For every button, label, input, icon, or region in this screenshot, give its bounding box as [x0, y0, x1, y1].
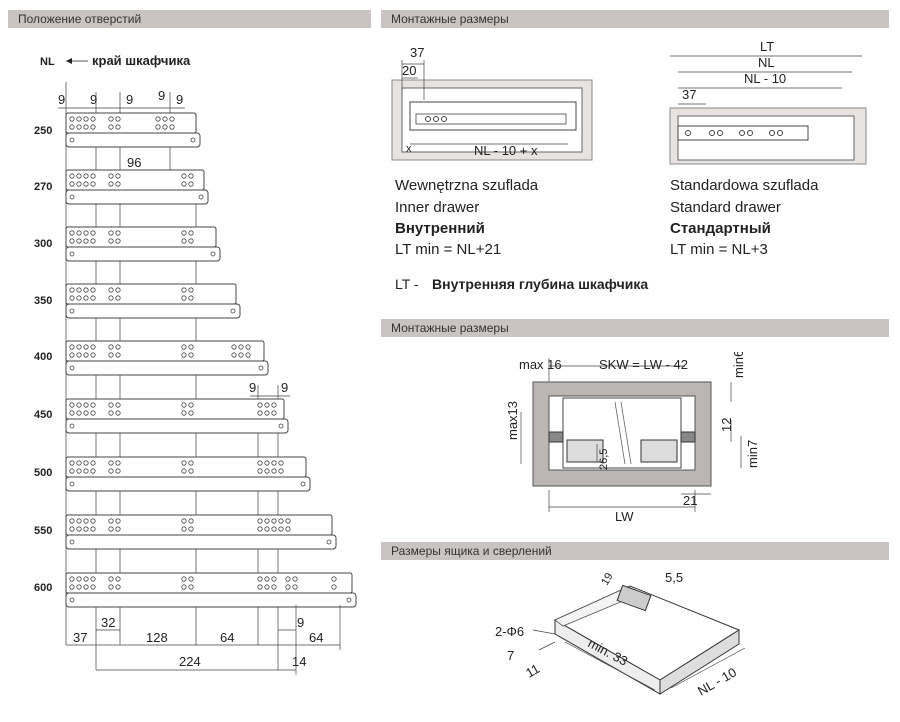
length-350: 350 — [34, 295, 52, 307]
nl-label: NL — [40, 56, 55, 68]
mount-lw: LW — [615, 509, 634, 524]
header-hole-position: Положение отверстий — [8, 10, 371, 28]
length-250: 250 — [34, 125, 52, 137]
inner-drawer-text-en: Inner drawer — [395, 199, 480, 216]
inner-drawer-diagram: 37 20 x NL - 10 + x — [391, 45, 593, 161]
mount-21: 21 — [683, 493, 697, 508]
standard-drawer-text-pl: Standardowa szuflada — [670, 177, 819, 194]
drill-5-5: 5,5 — [665, 570, 683, 585]
dim-64-left: 64 — [220, 630, 234, 645]
mount-skw: SKW = LW - 42 — [599, 357, 688, 372]
std-nl: NL — [758, 55, 775, 70]
length-600: 600 — [34, 582, 52, 594]
mount-max16: max 16 — [519, 357, 562, 372]
dim-96: 96 — [127, 155, 141, 170]
length-300: 300 — [34, 238, 52, 250]
inner-drawer-lt-min: LT min = NL+21 — [395, 241, 502, 258]
header-drawer-drilling: Размеры ящика и сверлений — [381, 542, 889, 560]
top-dim-5: 9 — [176, 92, 183, 107]
top-dim-4: 9 — [158, 88, 165, 103]
drill-11: 11 — [523, 661, 542, 681]
mounting-cross-section: max 16 SKW = LW - 42 min6 max13 12 min7 … — [505, 352, 760, 524]
standard-drawer-text-ru: Стандартный — [670, 220, 771, 237]
lt-note-text: Внутренняя глубина шкафчика — [432, 276, 649, 292]
dim-32: 32 — [101, 615, 115, 630]
standard-drawer-lt-min: LT min = NL+3 — [670, 241, 768, 258]
dim-224: 224 — [179, 654, 201, 669]
inner-nl-formula: NL - 10 + x — [474, 143, 538, 158]
inner-dim-20: 20 — [402, 63, 416, 78]
cabinet-edge-label: край шкафчика — [92, 53, 191, 68]
mount-12: 12 — [719, 418, 734, 432]
top-dim-3: 9 — [126, 92, 133, 107]
length-450: 450 — [34, 409, 52, 421]
hole-position-diagram: NL край шкафчика 9 9 9 9 9 96 250 270 30… — [34, 53, 357, 675]
inner-drawer-text-pl: Wewnętrzna szuflada — [395, 177, 539, 194]
inner-dim-37: 37 — [410, 45, 424, 60]
std-nl-10: NL - 10 — [744, 71, 786, 86]
drawer-drilling-diagram: 19 5,5 2-Φ6 7 11 min. 33 NL - 10 — [495, 570, 746, 699]
std-dim-37: 37 — [682, 87, 696, 102]
inner-drawer-text-ru: Внутренний — [395, 220, 485, 237]
lt-note-prefix: LT - — [395, 276, 419, 292]
drill-7: 7 — [507, 648, 514, 663]
mount-min6: min6 — [731, 352, 746, 378]
length-400: 400 — [34, 351, 52, 363]
header-mounting-dimensions-mid: Монтажные размеры — [381, 319, 889, 337]
header-mounting-dimensions-top: Монтажные размеры — [381, 10, 889, 28]
drill-nl-10: NL - 10 — [695, 665, 739, 699]
dim-9-bottom: 9 — [297, 615, 304, 630]
length-270: 270 — [34, 181, 52, 193]
mount-min7: min7 — [745, 440, 760, 468]
length-500: 500 — [34, 467, 52, 479]
top-dim-1: 9 — [58, 92, 65, 107]
top-dim-2: 9 — [90, 92, 97, 107]
inner-x-label: x — [406, 143, 412, 155]
standard-drawer-text-en: Standard drawer — [670, 199, 781, 216]
mount-max13: max13 — [505, 401, 520, 440]
std-lt: LT — [760, 39, 774, 54]
dim-450-right: 9 — [281, 380, 288, 395]
standard-drawer-diagram: LT NL NL - 10 37 — [669, 39, 867, 165]
dim-14: 14 — [292, 654, 306, 669]
dim-64-right: 64 — [309, 630, 323, 645]
mount-26-5: 26,5 — [598, 449, 610, 470]
length-550: 550 — [34, 525, 52, 537]
drill-19: 19 — [599, 571, 616, 588]
dim-37: 37 — [73, 630, 87, 645]
dim-450-left: 9 — [249, 380, 256, 395]
dim-128: 128 — [146, 630, 168, 645]
drill-2-phi6: 2-Φ6 — [495, 624, 524, 639]
